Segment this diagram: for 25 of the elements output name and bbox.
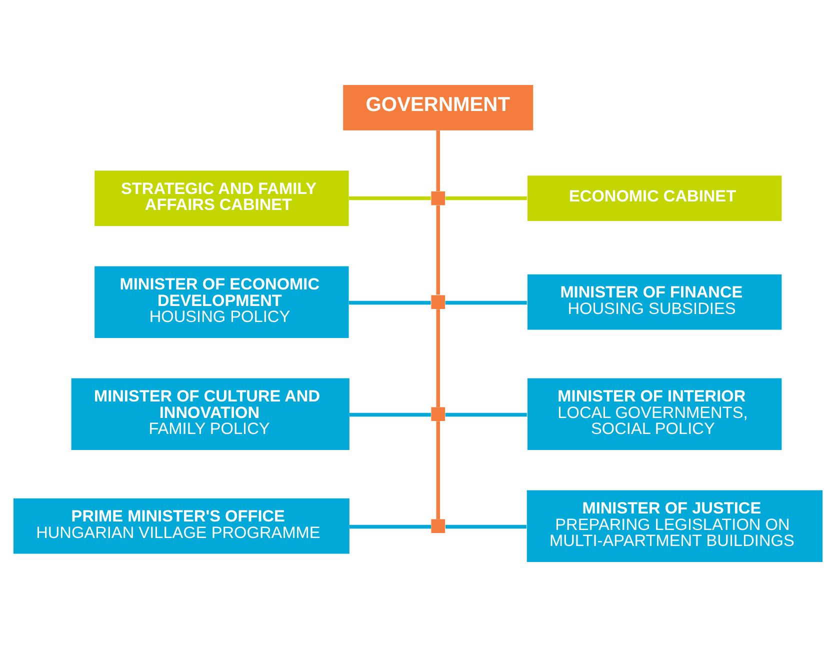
- connector: [445, 300, 527, 305]
- node-box: MINISTER OF CULTURE AND INNOVATION FAMILY POLICY: [71, 378, 350, 450]
- connector: [436, 130, 440, 192]
- node-box: ECONOMIC CABINET: [527, 176, 782, 221]
- connector: [349, 524, 432, 529]
- node-box: GOVERNMENT: [343, 85, 534, 130]
- connector: [349, 412, 431, 417]
- node-box: [431, 191, 446, 206]
- connector: [445, 196, 527, 200]
- connector: [436, 309, 440, 408]
- connector: [348, 196, 431, 200]
- connector: [348, 300, 431, 305]
- connector: [436, 421, 440, 520]
- node-box: MINISTER OF JUSTICE PREPARING LEGISLATION ON MULTI-APARTMENT BUILDINGS: [526, 490, 823, 562]
- node-box: MINISTER OF ECONOMIC DEVELOPMENT HOUSING POLICY: [94, 266, 349, 338]
- node-box: MINISTER OF INTERIOR LOCAL GOVERNMENTS, SOCIAL POLICY: [527, 378, 782, 450]
- node-box: [431, 407, 446, 422]
- node-box: MINISTER OF FINANCE HOUSING SUBSIDIES: [527, 274, 782, 330]
- connector: [436, 205, 440, 295]
- connector: [445, 412, 527, 417]
- node-box: STRATEGIC AND FAMILY AFFAIRS CABINET: [94, 170, 349, 226]
- connector: [445, 524, 526, 529]
- node-box: PRIME MINISTER'S OFFICE HUNGARIAN VILLAGE PROGRAMME: [13, 498, 350, 554]
- node-box: [431, 295, 446, 310]
- node-box: [431, 519, 446, 534]
